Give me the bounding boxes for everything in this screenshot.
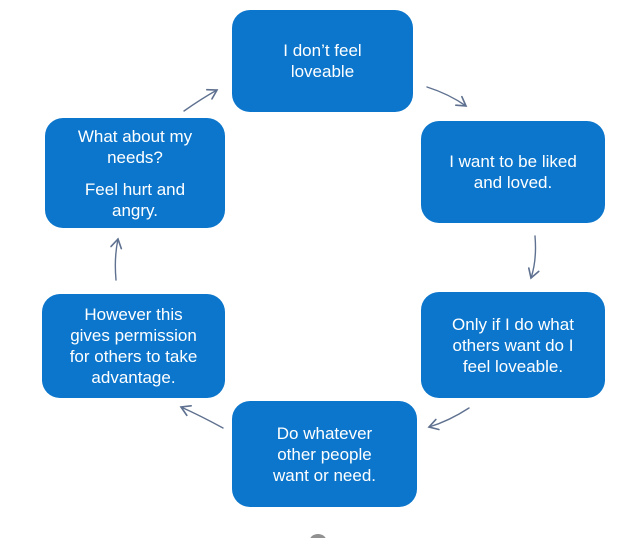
node-label: Do whatever other people want or need. [272,423,376,485]
arrow-right-lower-to-bottom [427,407,470,431]
node-label: I don’t feel loveable [283,41,362,81]
node-label: However this gives permission for others… [69,305,198,387]
node-gives-permission-to-take-advantage: However this gives permission for others… [42,294,225,398]
node-only-if-i-do-what-others-want: Only if I do what others want do I feel … [421,292,605,398]
arrow-top-to-right-upper [426,86,468,107]
cropped-circle-artifact [310,534,326,538]
arrow-left-lower-to-left-upper [110,237,123,281]
arrow-left-upper-to-top [183,88,219,112]
node-label: I want to be liked and loved. [449,152,577,192]
arrow-right-upper-to-right-lower [527,235,540,280]
node-i-want-to-be-liked: I want to be liked and loved. [421,121,605,223]
node-i-dont-feel-loveable: I don’t feel loveable [232,10,413,112]
node-what-about-my-needs: What about my needs? Feel hurt and angry… [45,118,225,228]
node-label: What about my needs? [77,126,193,167]
node-label-secondary: Feel hurt and angry. [84,179,186,220]
arrow-bottom-to-left-lower [179,404,224,429]
node-label: Only if I do what others want do I feel … [452,314,574,376]
node-do-whatever-other-people-want: Do whatever other people want or need. [232,401,417,507]
